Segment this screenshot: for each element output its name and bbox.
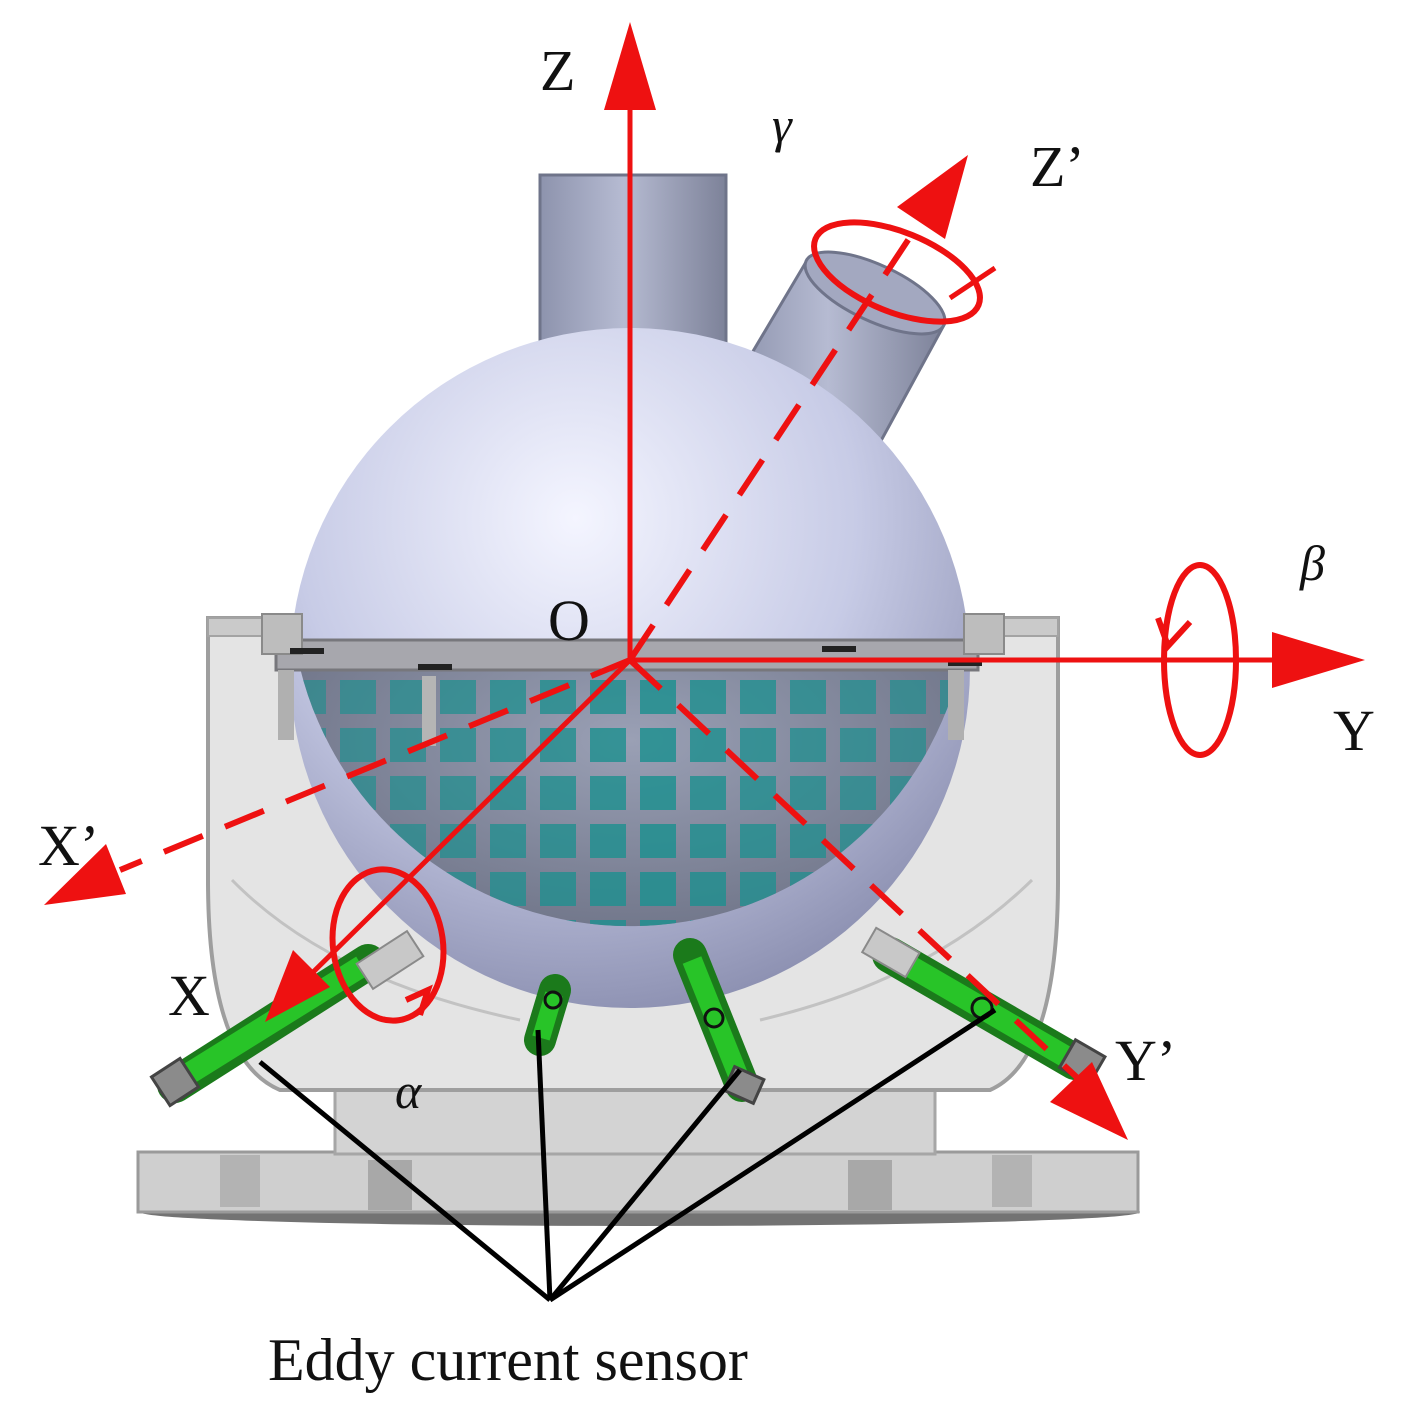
coil-cell [490,680,526,714]
x-axis [298,658,632,987]
coil-cell [590,728,626,762]
rotor-sphere [261,328,1005,1008]
coil-cell [740,776,776,810]
coil-cell [690,680,726,714]
coil-cell [840,680,876,714]
x-prime-axis [118,657,632,873]
label-gamma: γ [772,97,793,153]
label-origin: O [548,588,590,653]
label-x: X [168,963,210,1028]
base-plate [136,1088,1140,1226]
y-prime-axis-arrowhead [1050,1062,1128,1140]
coil-cell [340,728,376,762]
coil-cell [640,776,676,810]
z-prime-axis [627,223,921,662]
sensor-mid-left [524,974,571,1056]
rotation-alpha-arrow [329,866,447,1024]
coil-cell [640,872,676,906]
coil-cell [540,824,576,858]
label-z: Z [540,38,575,103]
label-x-prime: X’ [38,813,99,878]
coil-cell [840,728,876,762]
coil-cell [740,728,776,762]
coil-cell [440,776,476,810]
y-prime-axis [627,657,1088,1088]
coil-cell [890,728,926,762]
coil-cell [340,680,376,714]
z-prime-axis-arrowhead [897,155,968,239]
label-z-prime: Z’ [1030,134,1085,199]
coil-cell [690,776,726,810]
coil-cell [790,680,826,714]
coil-cell [690,872,726,906]
coil-cell [490,824,526,858]
coil-cell [890,680,926,714]
coil-cell [740,680,776,714]
coil-cell [590,872,626,906]
coil-cell [440,680,476,714]
coil-cell [690,824,726,858]
x-prime-axis-arrowhead [44,844,126,905]
label-y: Y [1333,698,1375,763]
coil-cell [640,920,676,927]
coil-cell [790,728,826,762]
coil-cell [540,872,576,906]
coil-cell [390,680,426,714]
label-y-prime: Y’ [1115,1028,1176,1093]
coil-cell [790,824,826,858]
coil-cell [490,728,526,762]
sensor-leader-lines [258,1007,997,1303]
coil-cell [740,824,776,858]
axes [44,22,1365,1140]
caption-eddy-current-sensor: Eddy current sensor [268,1327,748,1393]
coil-cell [540,776,576,810]
y-axis-arrowhead [1272,632,1365,688]
label-beta: β [1299,535,1325,591]
coil-cell [590,824,626,858]
coil-cell [590,920,626,927]
coil-cell [640,824,676,858]
label-alpha: α [395,1063,423,1119]
z-axis-arrowhead [604,22,656,110]
coil-cell [590,680,626,714]
coil-cell [640,728,676,762]
coil-cell [590,776,626,810]
coil-cell [840,776,876,810]
rotation-beta-arrow [1155,562,1239,758]
x-axis-arrowhead [265,950,330,1022]
rotation-gamma-arrow [811,219,997,325]
sensor-left [149,929,425,1108]
coil-cell [790,776,826,810]
coil-cell [390,776,426,810]
